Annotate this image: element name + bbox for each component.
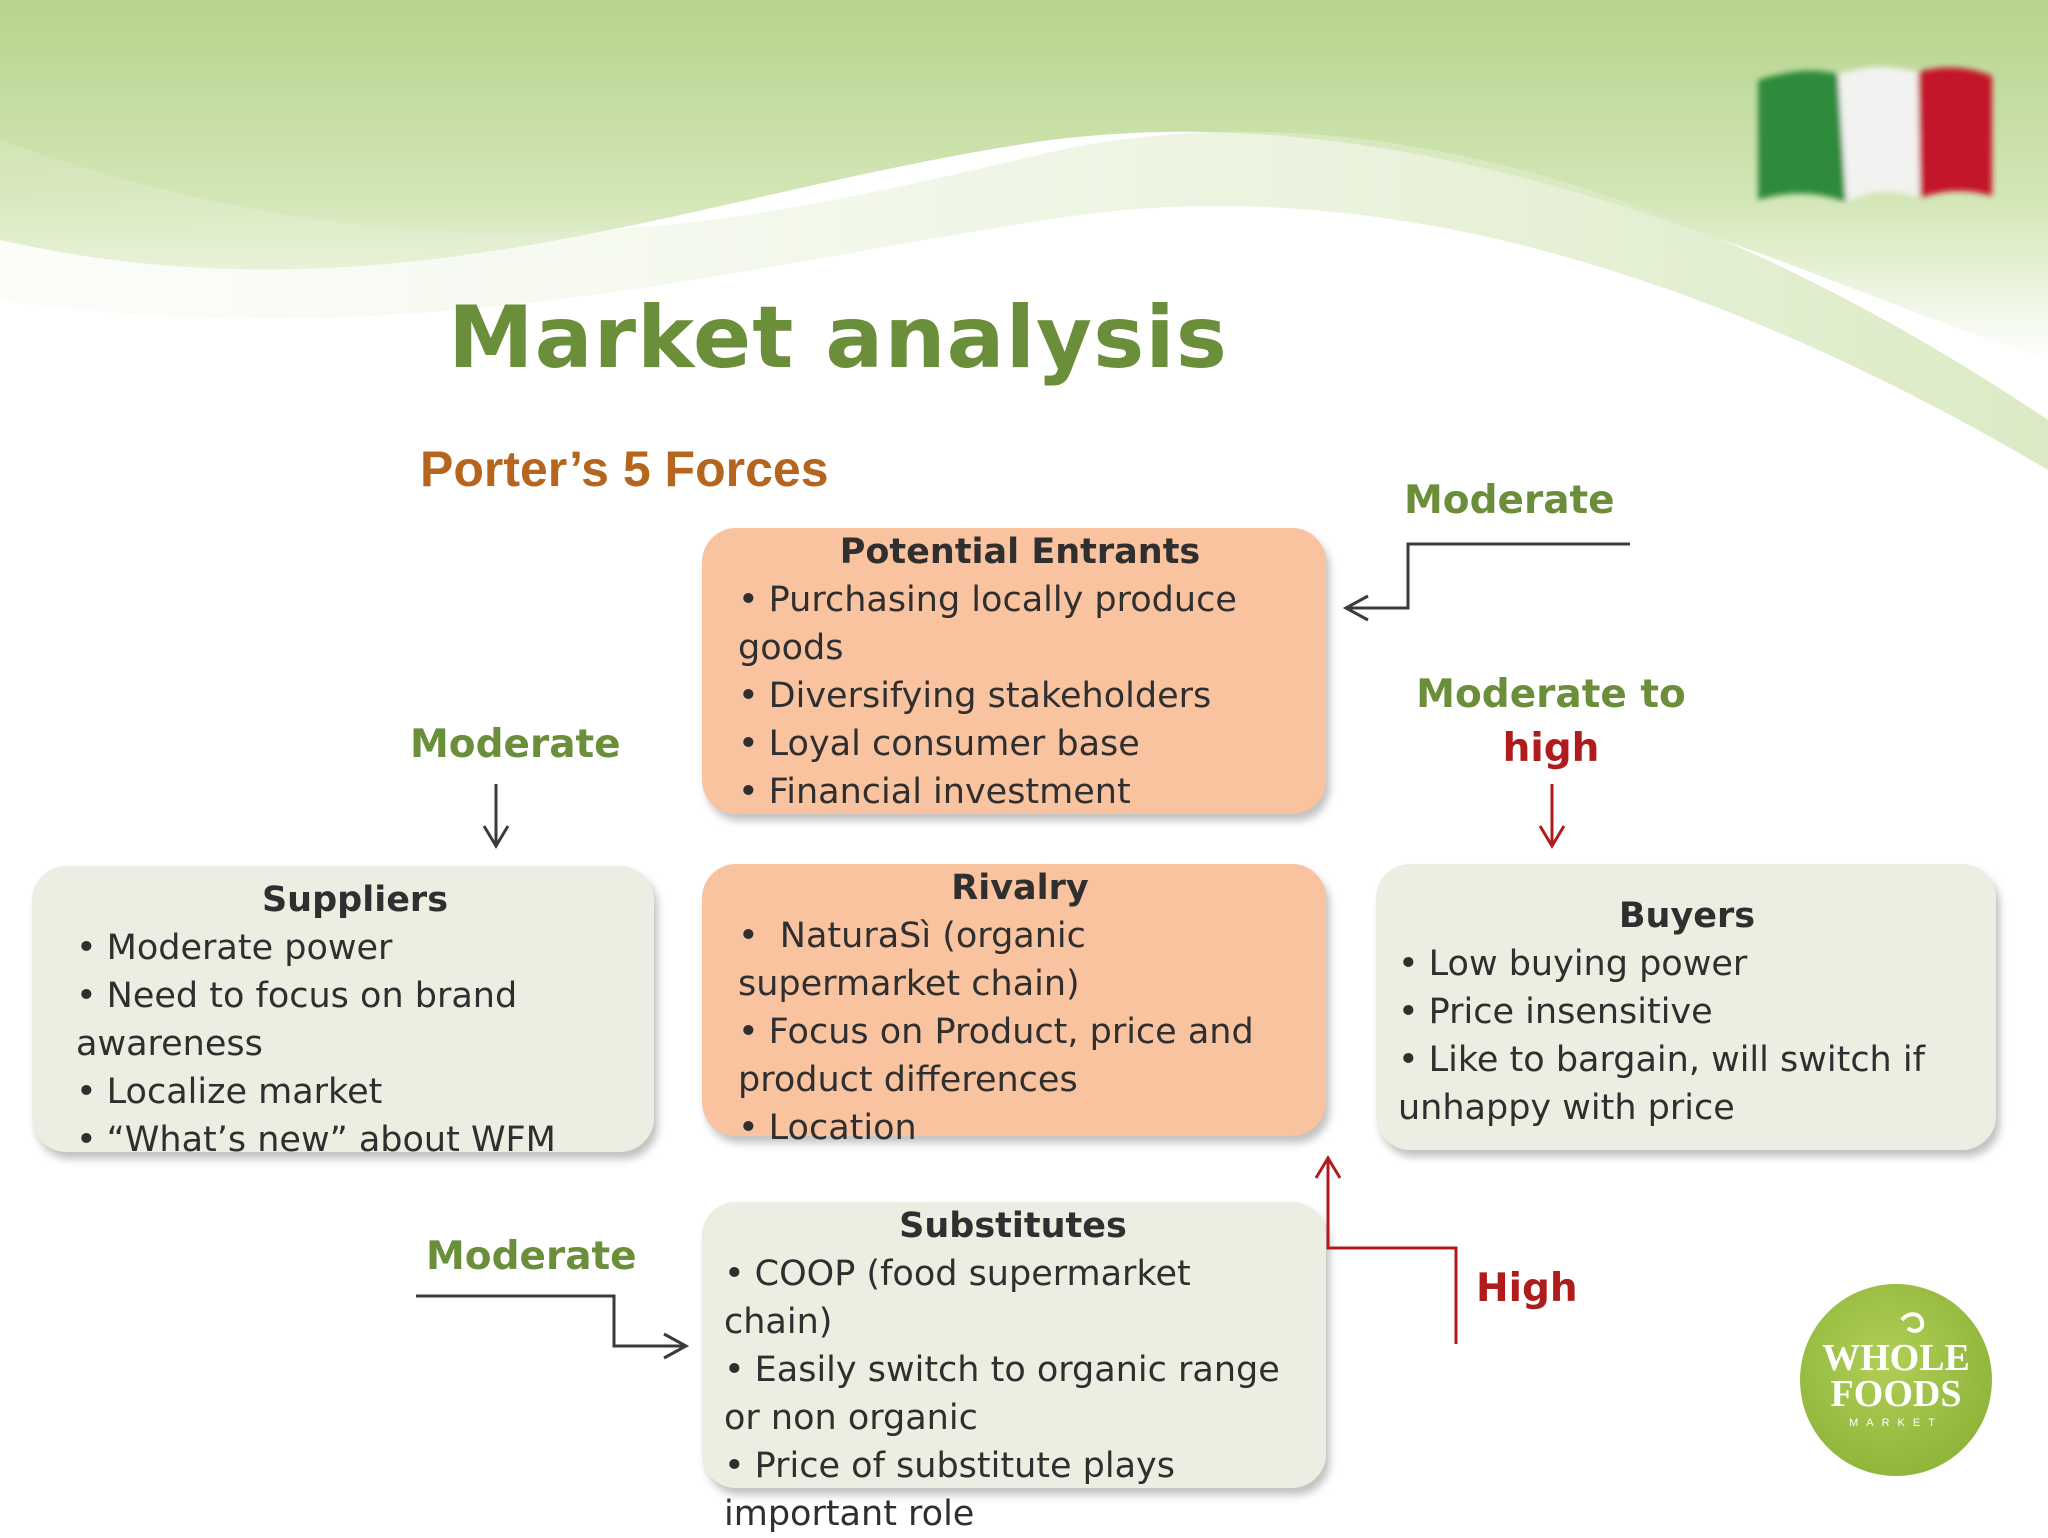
list-item: Loyal consumer base	[738, 720, 1302, 768]
substitutes-title: Substitutes	[899, 1206, 1127, 1246]
page-subtitle: Porter’s 5 Forces	[420, 441, 829, 497]
logo-text-line1: WHOLE	[1822, 1337, 1970, 1379]
suppliers-box: Suppliers Moderate power Need to focus o…	[32, 866, 654, 1160]
list-item: Localize market	[76, 1068, 634, 1116]
suppliers-arrow	[482, 784, 510, 849]
whole-foods-logo: WHOLE FOODS MARKET	[1800, 1284, 1992, 1476]
buyers-force-label-line2: high	[1502, 726, 1600, 771]
substitutes-list: COOP (food supermarket chain) Easily swi…	[724, 1250, 1302, 1538]
potential-entrants-box: Potential Entrants Purchasing locally pr…	[702, 528, 1326, 814]
list-item: Moderate power	[76, 924, 634, 972]
list-item: Financial investment	[738, 768, 1302, 816]
list-item: Diversifying stakeholders	[738, 672, 1302, 720]
potential-entrants-list: Purchasing locally produce goods Diversi…	[738, 576, 1302, 816]
rivalry-force-label: High	[1476, 1266, 1578, 1311]
logo-text-line3: MARKET	[1849, 1417, 1943, 1429]
substitutes-box: Substitutes COOP (food supermarket chain…	[702, 1202, 1326, 1534]
rivalry-box: Rivalry NaturaSì (organic supermarket ch…	[702, 864, 1326, 1148]
logo-text-line2: FOODS	[1831, 1373, 1962, 1415]
rivalry-list: NaturaSì (organic supermarket chain) Foc…	[738, 912, 1302, 1152]
buyers-arrow	[1538, 784, 1566, 849]
entrants-arrow	[1342, 542, 1630, 622]
potential-entrants-title: Potential Entrants	[839, 532, 1201, 572]
list-item: Price insensitive	[1398, 988, 1976, 1036]
suppliers-force-label: Moderate	[410, 722, 621, 767]
list-item: Need to focus on brand awareness	[76, 972, 634, 1068]
suppliers-list: Moderate power Need to focus on brand aw…	[76, 924, 634, 1164]
list-item: Low buying power	[1398, 940, 1976, 988]
substitutes-force-label: Moderate	[426, 1234, 637, 1279]
italian-flag-icon	[1758, 67, 1992, 202]
list-item: Location	[738, 1104, 1302, 1152]
list-item: Easily switch to organic range or non or…	[724, 1346, 1302, 1442]
buyers-force-label: Moderate to high	[1416, 668, 1686, 776]
list-item: Price of substitute plays important role	[724, 1442, 1302, 1538]
buyers-list: Low buying power Price insensitive Like …	[1398, 940, 1976, 1132]
buyers-title: Buyers	[1618, 896, 1756, 936]
entrants-force-label: Moderate	[1404, 478, 1615, 523]
rivalry-title: Rivalry	[951, 868, 1089, 908]
rivalry-arrow	[1314, 1155, 1458, 1344]
list-item: Like to bargain, will switch if unhappy …	[1398, 1036, 1976, 1132]
list-item: COOP (food supermarket chain)	[724, 1250, 1302, 1346]
suppliers-title: Suppliers	[261, 880, 449, 920]
list-item: Purchasing locally produce goods	[738, 576, 1302, 672]
list-item: “What’s new” about WFM	[76, 1116, 634, 1164]
substitutes-arrow	[416, 1294, 690, 1360]
buyers-box: Buyers Low buying power Price insensitiv…	[1376, 864, 1996, 1150]
list-item: Focus on Product, price and product diff…	[738, 1008, 1302, 1104]
list-item: NaturaSì (organic supermarket chain)	[738, 912, 1302, 1008]
page-title: Market analysis	[448, 288, 1228, 388]
buyers-force-label-line1: Moderate to	[1416, 672, 1686, 717]
